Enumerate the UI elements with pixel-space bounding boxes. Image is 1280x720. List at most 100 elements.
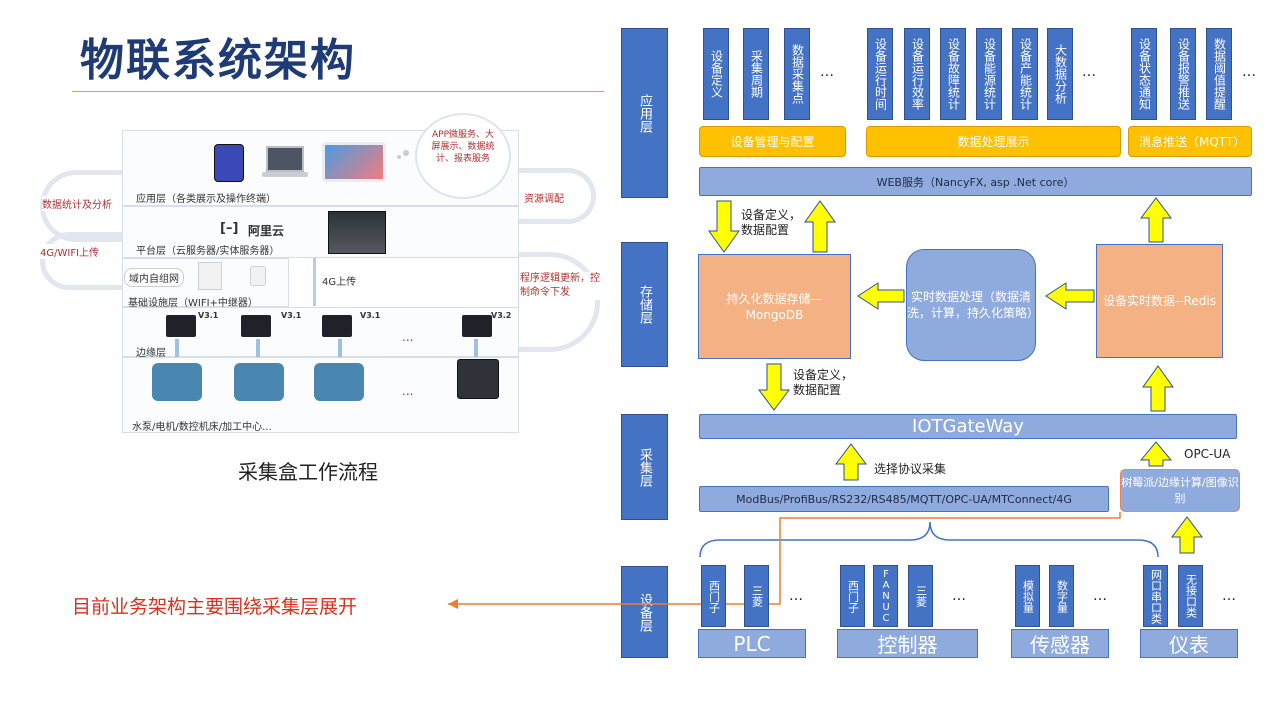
edge-box-icon bbox=[241, 315, 271, 337]
platform-layer-band bbox=[122, 206, 519, 258]
edge-box-version: V3.1 bbox=[198, 311, 219, 320]
edge-box-version: V3.1 bbox=[360, 311, 381, 320]
resource-allocation-label: 资源调配 bbox=[524, 190, 564, 205]
infra-layer-label: 基础设施层（WIFI+中继器） bbox=[128, 298, 258, 309]
device-item-box: FANUC bbox=[873, 565, 898, 627]
cnc-machine-icon bbox=[457, 359, 499, 399]
app-ellipsis: … bbox=[1082, 64, 1096, 80]
app-ellipsis: … bbox=[820, 64, 834, 80]
left-curve-lower bbox=[40, 232, 160, 290]
phone-icon bbox=[214, 144, 244, 182]
app-layer-label: 应用层（各类展示及操作终端） bbox=[136, 194, 276, 205]
app-item-box: 设备状态通知 bbox=[1131, 28, 1157, 120]
config-label-upper: 设备定义，数据配置 bbox=[741, 208, 802, 237]
message-push-bar: 消息推送（MQTT） bbox=[1128, 126, 1252, 157]
app-item-box: 设备能源统计 bbox=[976, 28, 1002, 120]
up4g-label: 4G上传 bbox=[322, 277, 357, 288]
redis-realtime-box: 设备实时数据--Redis bbox=[1096, 244, 1223, 358]
aliyun-logo-icon: [–] bbox=[220, 221, 239, 236]
device-ellipsis: … bbox=[952, 588, 966, 604]
tablet-icon bbox=[322, 142, 386, 182]
right-curve-upper bbox=[470, 168, 596, 224]
realtime-processing-box: 实时数据处理（数据清洗，计算，持久化策略） bbox=[906, 249, 1039, 361]
web-service-bar: WEB服务（NancyFX, asp .Net core） bbox=[699, 167, 1252, 196]
arrow-up-icon bbox=[804, 200, 836, 253]
device-ellipsis: … bbox=[1093, 588, 1107, 604]
app-services-cloud: APP微服务、大屏展示、数据统计、报表服务 bbox=[415, 113, 511, 199]
wifi-upload-label: 4G/WIFI上传 bbox=[40, 244, 100, 259]
device-item-box: 西门子 bbox=[840, 565, 865, 627]
device-item-box: 三菱 bbox=[744, 565, 769, 627]
edge-link-icon bbox=[474, 339, 478, 361]
server-rack-icon bbox=[328, 211, 386, 254]
app-item-box: 采集周期 bbox=[743, 28, 769, 120]
router-icon bbox=[198, 262, 222, 290]
up4g-arrow-icon bbox=[313, 258, 316, 306]
device-ellipsis: … bbox=[1222, 588, 1236, 604]
edge-box-version: V3.1 bbox=[281, 311, 302, 320]
iot-gateway-bar: IOTGateWay bbox=[699, 414, 1237, 439]
edge-box-icon bbox=[322, 315, 352, 337]
data-processing-bar: 数据处理展示 bbox=[866, 126, 1121, 157]
pump-icon bbox=[314, 363, 364, 401]
thought-dots-icon bbox=[397, 150, 409, 160]
edge-layer-label: 边缘层 bbox=[136, 348, 166, 359]
app-item-box: 数据阈值提醒 bbox=[1206, 28, 1232, 120]
device-ellipsis: … bbox=[789, 588, 803, 604]
pump-icon bbox=[152, 363, 202, 401]
protocol-bar: ModBus/ProfiBus/RS232/RS485/MQTT/OPC-UA/… bbox=[699, 486, 1109, 512]
arrow-up-icon bbox=[1140, 197, 1172, 243]
plc-label: PLC bbox=[698, 629, 806, 658]
app-item-box: 设备故障统计 bbox=[940, 28, 966, 120]
layer-storage: 存储层 bbox=[621, 242, 668, 367]
edge-box-icon bbox=[462, 315, 492, 337]
edge-box-icon bbox=[166, 315, 196, 337]
app-ellipsis: … bbox=[1242, 64, 1256, 80]
app-item-box: 设备产能统计 bbox=[1012, 28, 1038, 120]
device-item-box: 西门子 bbox=[701, 565, 726, 627]
instrument-label: 仪表 bbox=[1140, 629, 1238, 658]
collector-flow-caption: 采集盒工作流程 bbox=[238, 460, 378, 484]
app-item-box: 设备运行时间 bbox=[867, 28, 893, 120]
arrow-left-icon bbox=[857, 282, 905, 310]
device-item-box: 无接口类 bbox=[1178, 565, 1203, 627]
edge-link-icon bbox=[338, 339, 342, 361]
mongodb-storage-box: 持久化数据存储—MongoDB bbox=[698, 254, 851, 359]
laptop-icon bbox=[262, 146, 308, 178]
title-divider bbox=[72, 91, 604, 92]
aliyun-label: 阿里云 bbox=[248, 224, 285, 238]
arrow-down-icon bbox=[758, 363, 790, 411]
sensor-label: 传感器 bbox=[1011, 629, 1109, 658]
app-item-box: 设备运行效率 bbox=[904, 28, 930, 120]
arrow-left-icon bbox=[1045, 282, 1095, 310]
repeater-icon bbox=[250, 266, 266, 286]
logic-update-label: 程序逻辑更新，控制命令下发 bbox=[520, 272, 608, 300]
layer-collection: 采集层 bbox=[621, 414, 668, 520]
edge-computing-box: 树莓派/边缘计算/图像识别 bbox=[1120, 469, 1240, 512]
device-item-box: 三菱 bbox=[908, 565, 933, 627]
config-label-lower: 设备定义，数据配置 bbox=[793, 368, 854, 397]
local-net-label: 域内自组网 bbox=[124, 268, 184, 287]
app-item-box: 设备报警推送 bbox=[1170, 28, 1196, 120]
arrow-up-icon bbox=[1139, 441, 1173, 467]
right-curve-lower bbox=[470, 252, 600, 352]
edge-ellipsis: ... bbox=[402, 330, 414, 344]
arrow-down-icon bbox=[708, 200, 740, 253]
arrow-up-icon bbox=[1142, 365, 1174, 412]
platform-layer-label: 平台层（云服务器/实体服务器） bbox=[136, 246, 280, 257]
business-focus-note: 目前业务架构主要围绕采集层展开 bbox=[72, 596, 358, 618]
app-item-box: 设备定义 bbox=[703, 28, 729, 120]
device-brace bbox=[699, 521, 1159, 558]
pump-icon bbox=[234, 363, 284, 401]
edge-link-icon bbox=[175, 339, 179, 361]
focus-arrowhead-icon bbox=[448, 599, 458, 609]
select-protocol-label: 选择协议采集 bbox=[874, 462, 947, 476]
controller-label: 控制器 bbox=[837, 629, 978, 658]
page-title: 物联系统架构 bbox=[80, 35, 356, 86]
stats-analysis-label: 数据统计及分析 bbox=[42, 196, 112, 211]
edge-link-icon bbox=[256, 339, 260, 361]
equipment-layer-label: 水泵/电机/数控机床/加工中心... bbox=[132, 422, 272, 433]
device-management-bar: 设备管理与配置 bbox=[699, 126, 846, 157]
app-item-box: 大数据分析 bbox=[1047, 28, 1073, 120]
